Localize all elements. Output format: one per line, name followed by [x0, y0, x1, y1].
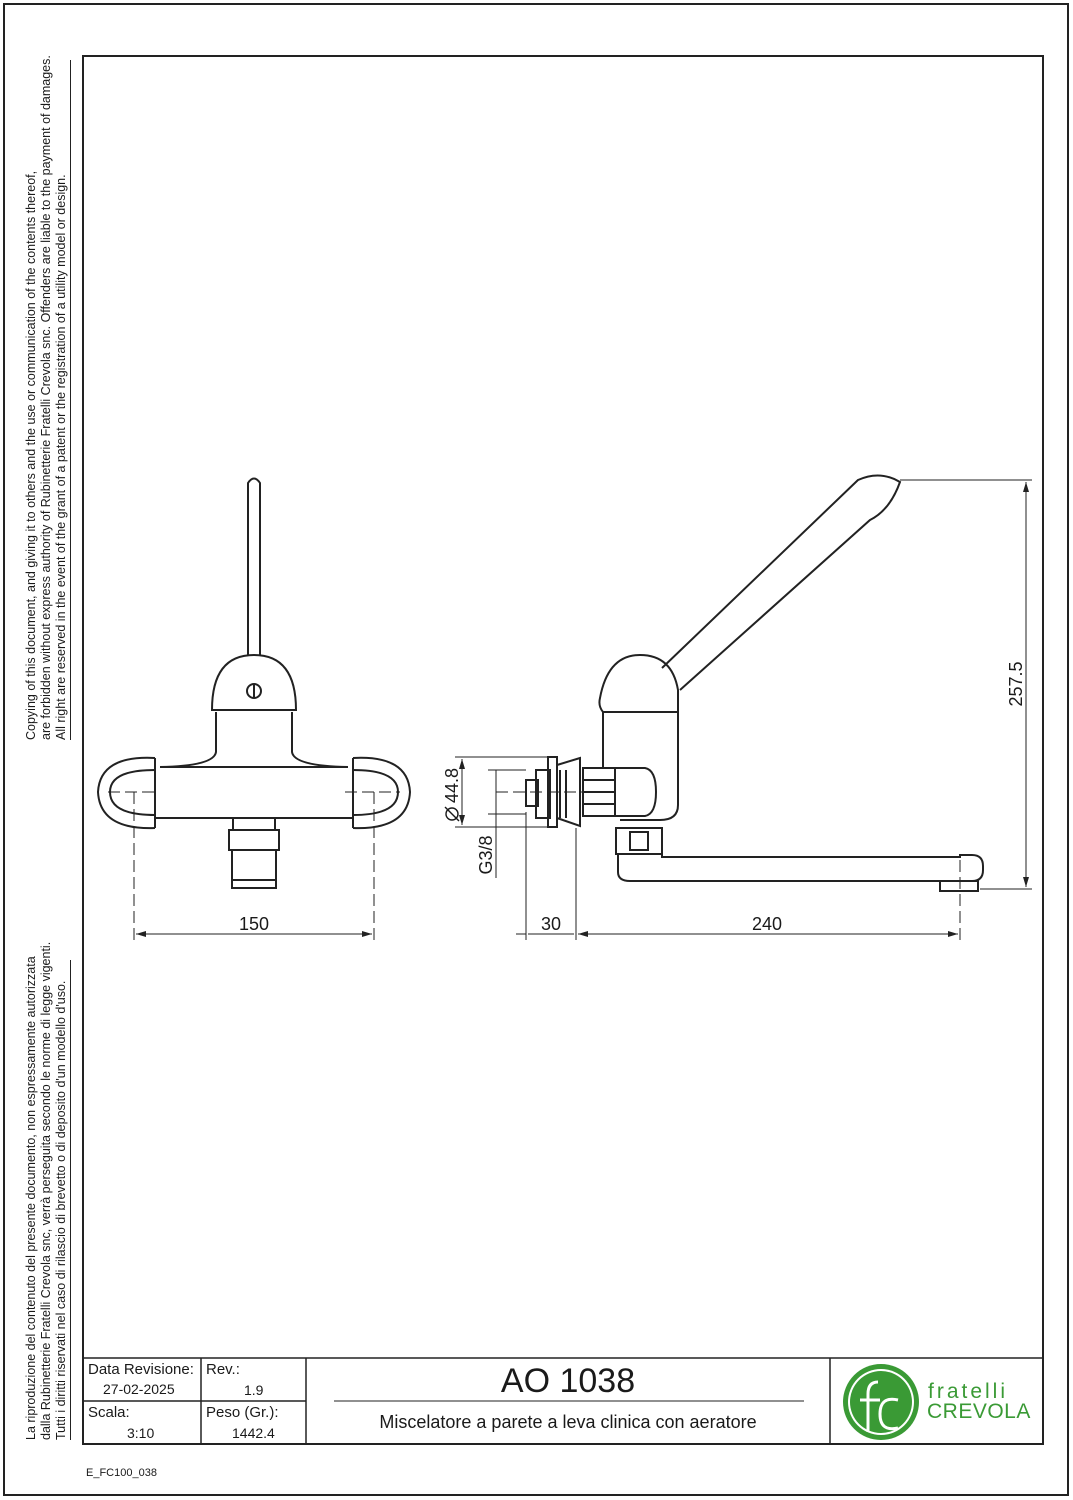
side-spout-collar [615, 827, 663, 855]
dim-spout-reach: 240 [752, 914, 782, 934]
weight-label: Peso (Gr.): [206, 1404, 279, 1421]
diameter-icon [445, 807, 459, 821]
front-lever [247, 477, 261, 655]
front-arms [155, 766, 353, 819]
scale-value: 3:10 [127, 1425, 155, 1441]
dim-thread: G3/8 [476, 835, 496, 874]
logo-word-crevola: CREVOLA [927, 1400, 1031, 1423]
front-right-eccentric [352, 756, 412, 830]
notice-bar-top [70, 60, 71, 740]
title-block-grid [82, 1357, 1044, 1444]
product-code: AO 1038 [500, 1362, 636, 1400]
drawing-frame [82, 55, 1044, 1445]
scale-label: Scala: [88, 1404, 130, 1421]
notice-bar-bottom [70, 960, 71, 1440]
revision-date-value: 27-02-2025 [103, 1381, 175, 1397]
dimension-lines [136, 479, 1032, 940]
dim-diameter: 44.8 [442, 768, 462, 803]
side-spout [617, 854, 984, 882]
front-body-neck [159, 712, 349, 768]
revision-date-label: Data Revisione: [88, 1361, 194, 1378]
front-cap [210, 653, 298, 711]
sheet-border [3, 3, 1069, 1496]
weight-value: 1442.4 [232, 1425, 275, 1441]
side-aerator [939, 880, 979, 892]
dim-height: 257.5 [1006, 661, 1026, 706]
dim-wall-offset: 30 [541, 914, 561, 934]
rev-label: Rev.: [206, 1361, 240, 1378]
logo-word-fratelli: fratelli [928, 1380, 1009, 1403]
front-outlet [232, 817, 276, 831]
rev-value: 1.9 [244, 1382, 264, 1398]
side-view [525, 474, 984, 892]
side-cap [598, 653, 679, 713]
dim-front-width: 150 [239, 914, 269, 934]
file-code: E_FC100_038 [86, 1467, 157, 1479]
front-view [96, 477, 412, 889]
side-lever [661, 474, 902, 691]
crevola-logo [843, 1364, 919, 1440]
front-left-eccentric [96, 756, 156, 830]
product-description: Miscelatore a parete a leva clinica con … [379, 1412, 757, 1432]
side-body [602, 690, 679, 821]
